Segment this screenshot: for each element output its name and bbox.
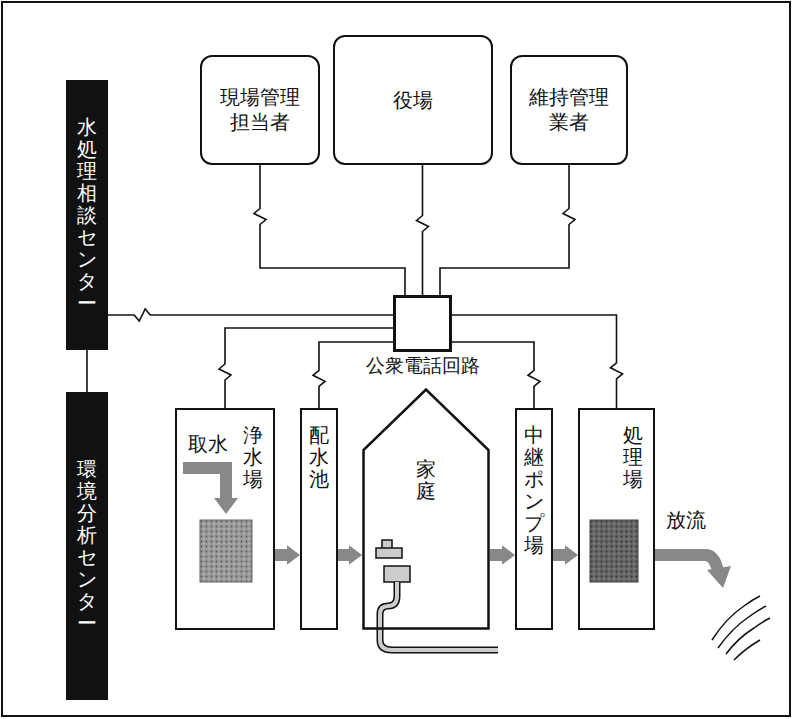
flow-arrow <box>490 545 515 565</box>
pump-station-box: 中継ポンプ場 <box>515 408 553 630</box>
phone-line <box>417 165 429 295</box>
town-office-box: 役場 <box>333 35 493 165</box>
node-label: 水処理相談センター <box>77 116 97 314</box>
node-label: 現場管理担当者 <box>202 85 318 135</box>
phone-line-path <box>440 165 575 295</box>
consult-center-band: 水処理相談センター <box>66 80 108 350</box>
site-manager-box: 現場管理担当者 <box>200 55 320 165</box>
phone-line <box>108 309 393 321</box>
house-outline <box>362 388 490 630</box>
phone-line-path <box>417 165 429 295</box>
intake-arrow-head <box>214 498 238 514</box>
node-label: 役場 <box>335 88 491 113</box>
phone-exchange-box: 公衆電話回路 <box>393 295 452 352</box>
intake-label: 取水 <box>186 432 230 456</box>
discharge-arrow-head <box>707 566 731 588</box>
arrow-head <box>349 545 362 565</box>
phone-line-path <box>86 350 88 392</box>
phone-line-path <box>254 165 405 295</box>
phone-line-path <box>108 309 393 321</box>
flow-arrow <box>553 545 578 565</box>
node-label: 中継ポンプ場 <box>524 424 544 556</box>
node-label: 維持管理業者 <box>512 85 626 135</box>
analysis-center-band: 環境分析センター <box>66 392 108 700</box>
node-label: 家庭 <box>416 458 436 502</box>
arrow-head <box>565 545 578 565</box>
discharge-label: 放流 <box>664 508 708 532</box>
house-outline-shape <box>364 390 489 629</box>
intake-arrow <box>183 468 226 500</box>
arrow-head <box>502 545 515 565</box>
maintenance-box: 維持管理業者 <box>510 55 628 165</box>
river-waves <box>712 596 770 660</box>
node-label: 配水池 <box>309 424 329 490</box>
flow-arrow <box>275 545 300 565</box>
flow-arrow <box>338 545 362 565</box>
filter-tank <box>200 520 252 582</box>
node-label: 浄水場 <box>243 424 263 490</box>
treatment-plant-box: 処理場 <box>578 408 655 630</box>
faucet-and-pipe <box>376 540 498 650</box>
reservoir-box: 配水池 <box>300 408 338 630</box>
phone-line <box>254 165 405 295</box>
discharge-arrow <box>655 555 718 572</box>
phone-line <box>87 350 88 392</box>
node-label: 公衆電話回路 <box>364 353 482 379</box>
node-label: 処理場 <box>623 424 643 490</box>
arrow-head <box>287 545 300 565</box>
household-house: 家庭 <box>362 388 490 630</box>
node-label: 環境分析センター <box>77 458 97 634</box>
treatment-tank <box>590 520 638 582</box>
phone-line <box>440 165 575 295</box>
